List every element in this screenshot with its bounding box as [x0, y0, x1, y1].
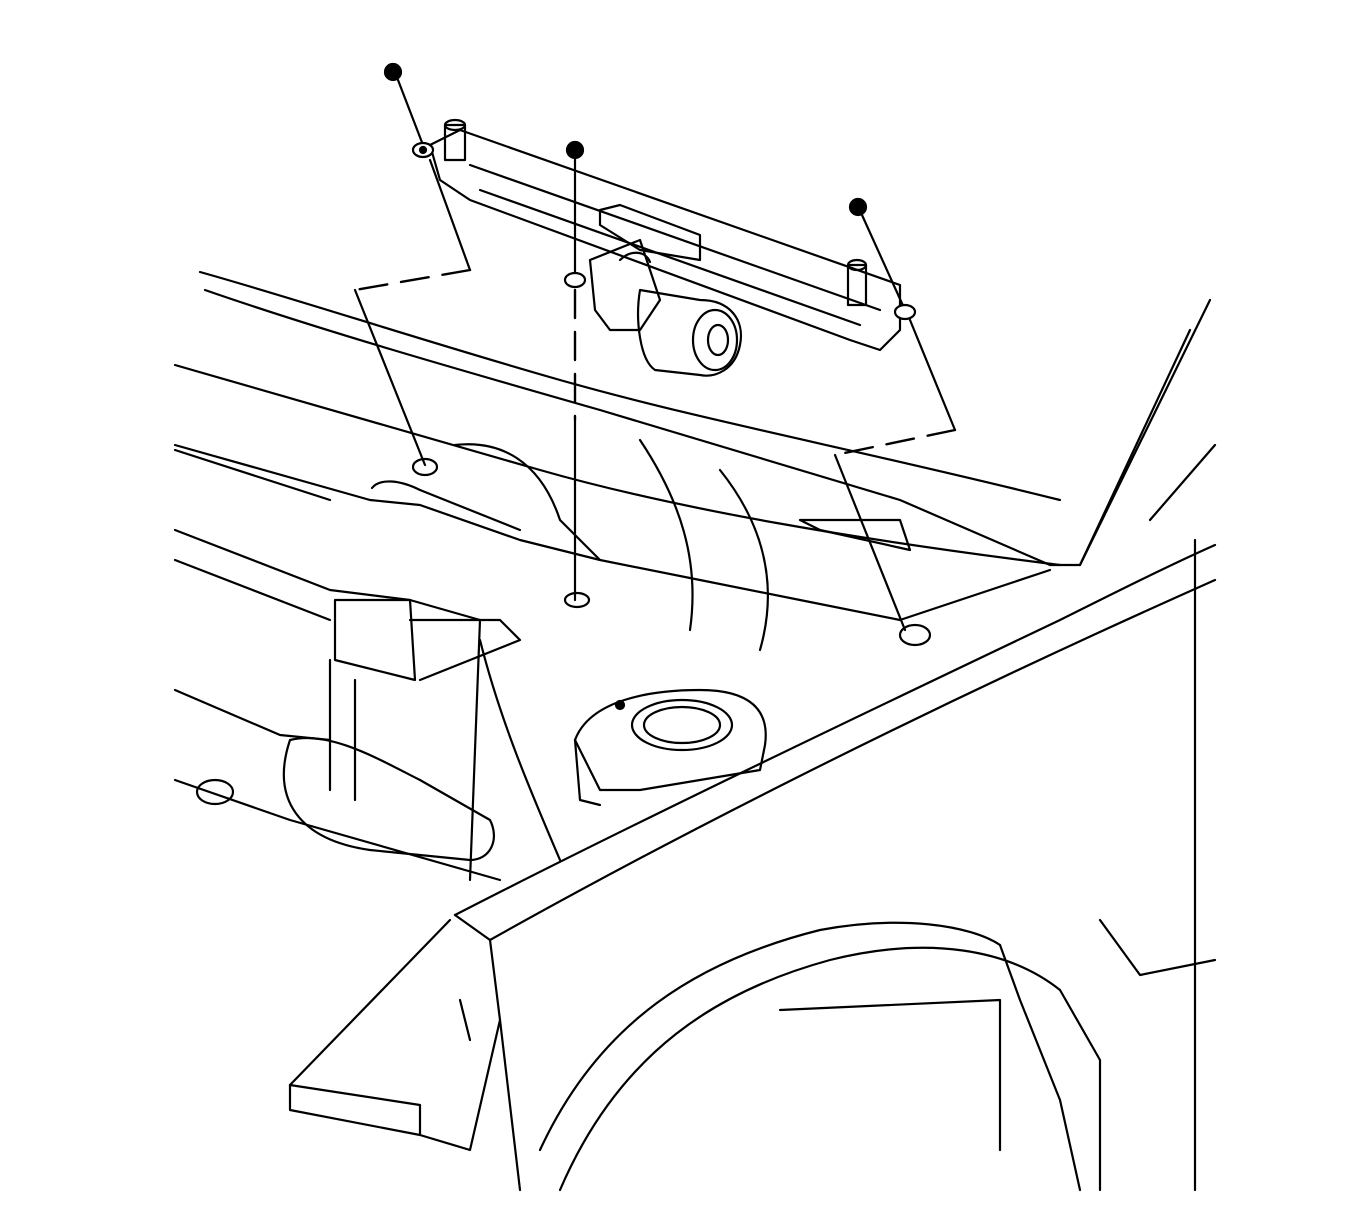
front-structure [173, 448, 562, 882]
wiper-pivot-right [846, 258, 868, 307]
strut-tower [573, 688, 767, 807]
wiper-motor [618, 251, 743, 377]
bolt-center [563, 140, 591, 609]
fender [288, 538, 1217, 1192]
cowl-panel [173, 270, 1217, 652]
bolt-right [833, 197, 957, 647]
wiper-pivot-left [443, 118, 467, 162]
bolt-left [353, 62, 472, 477]
wiper-module [428, 118, 902, 377]
